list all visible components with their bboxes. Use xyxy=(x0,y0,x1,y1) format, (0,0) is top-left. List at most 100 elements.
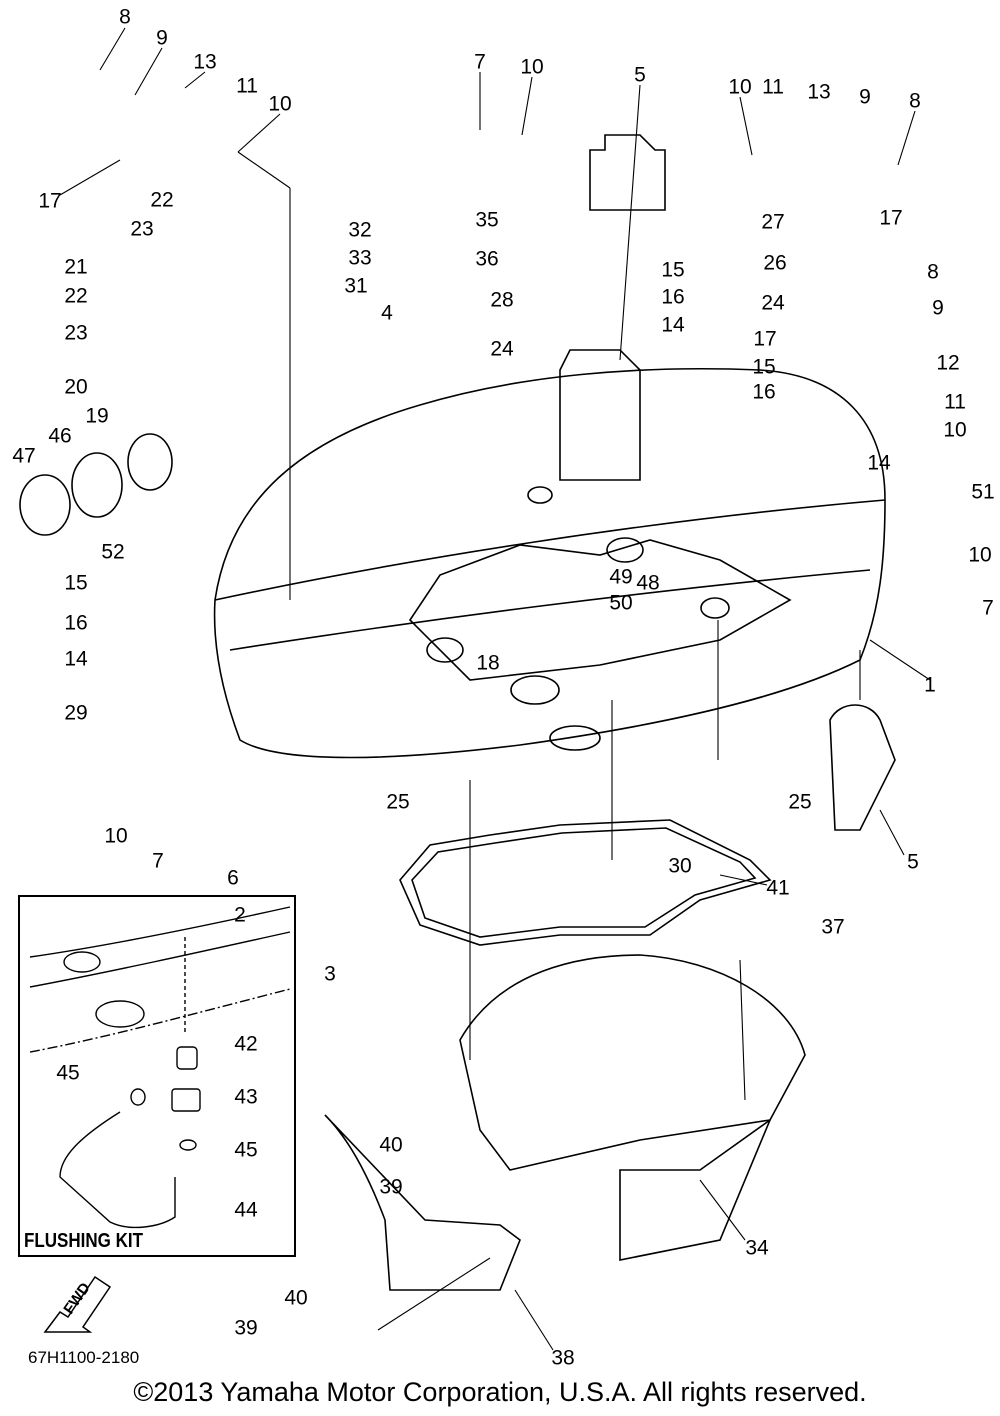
rubber-seal-inner xyxy=(411,827,757,938)
callout-25: 25 xyxy=(386,790,410,814)
callout-24: 24 xyxy=(761,291,785,315)
callout-7: 7 xyxy=(982,596,994,620)
callout-13: 13 xyxy=(807,80,831,104)
callout-39: 39 xyxy=(234,1316,258,1340)
callout-10: 10 xyxy=(104,824,128,848)
callout-22: 22 xyxy=(64,284,88,308)
callout-11: 11 xyxy=(762,75,784,99)
callout-29: 29 xyxy=(64,701,88,725)
rubber-seal-part xyxy=(399,819,772,946)
cover-part xyxy=(324,1114,521,1291)
callout-42: 42 xyxy=(234,1032,258,1056)
callout-8: 8 xyxy=(119,5,131,29)
callout-32: 32 xyxy=(348,218,372,242)
callout-47: 47 xyxy=(12,444,36,468)
callout-7: 7 xyxy=(474,50,486,74)
callout-50: 50 xyxy=(609,591,633,615)
callout-38: 38 xyxy=(551,1346,575,1370)
callout-8: 8 xyxy=(927,260,939,284)
callout-36: 36 xyxy=(475,247,499,271)
flushing-kit-title: FLUSHING KIT xyxy=(24,1230,143,1252)
callout-41: 41 xyxy=(766,876,790,900)
callout-5: 5 xyxy=(634,63,646,87)
callout-12: 12 xyxy=(936,351,960,375)
callout-52: 52 xyxy=(101,540,125,564)
callout-43: 43 xyxy=(234,1085,258,1109)
callout-39: 39 xyxy=(379,1175,403,1199)
callout-14: 14 xyxy=(867,451,891,475)
callout-33: 33 xyxy=(348,246,372,270)
callout-25: 25 xyxy=(788,790,812,814)
callout-23: 23 xyxy=(130,217,154,241)
callout-21: 21 xyxy=(64,255,88,279)
callout-24: 24 xyxy=(490,337,514,361)
callout-40: 40 xyxy=(284,1286,308,1310)
callout-48: 48 xyxy=(636,571,660,595)
callout-28: 28 xyxy=(490,288,514,312)
callout-2: 2 xyxy=(234,903,246,927)
callout-20: 20 xyxy=(64,375,88,399)
callout-34: 34 xyxy=(745,1236,769,1260)
callout-27: 27 xyxy=(761,210,785,234)
callout-45: 45 xyxy=(234,1138,258,1162)
collar-part xyxy=(71,452,123,518)
fwd-arrow-icon xyxy=(43,1275,112,1333)
lower-case-part xyxy=(459,954,806,1171)
callout-10: 10 xyxy=(728,75,752,99)
callout-9: 9 xyxy=(932,296,944,320)
callout-17: 17 xyxy=(753,327,777,351)
callout-31: 31 xyxy=(344,274,368,298)
callout-8: 8 xyxy=(909,89,921,113)
callout-46: 46 xyxy=(48,424,72,448)
callout-19: 19 xyxy=(85,404,109,428)
callout-26: 26 xyxy=(763,251,787,275)
callout-40: 40 xyxy=(379,1133,403,1157)
callout-37: 37 xyxy=(821,915,845,939)
callout-7: 7 xyxy=(152,849,164,873)
callout-6: 6 xyxy=(227,866,239,890)
callout-44: 44 xyxy=(234,1198,258,1222)
callout-1: 1 xyxy=(924,673,936,697)
callout-15: 15 xyxy=(64,571,88,595)
callout-4: 4 xyxy=(381,301,393,325)
callout-9: 9 xyxy=(156,26,168,50)
callout-16: 16 xyxy=(661,285,685,309)
callout-14: 14 xyxy=(661,313,685,337)
band-part xyxy=(19,474,71,536)
callout-51: 51 xyxy=(971,480,995,504)
callout-16: 16 xyxy=(64,611,88,635)
callout-16: 16 xyxy=(752,380,776,404)
hinge-bracket-part xyxy=(559,134,666,481)
hinge-bracket-lower xyxy=(829,704,896,831)
callout-10: 10 xyxy=(968,543,992,567)
callout-49: 49 xyxy=(609,565,633,589)
bottom-cowling-part xyxy=(213,367,886,759)
lower-case-side xyxy=(619,1117,772,1261)
callout-13: 13 xyxy=(193,50,217,74)
leader-lines xyxy=(59,27,931,1351)
callout-23: 23 xyxy=(64,321,88,345)
callout-15: 15 xyxy=(752,355,776,379)
connector-part xyxy=(127,433,173,491)
diagram-code: 67H1100-2180 xyxy=(28,1348,140,1367)
callout-10: 10 xyxy=(520,55,544,79)
callout-22: 22 xyxy=(150,188,174,212)
flushing-kit-artwork xyxy=(29,906,291,1229)
callout-45: 45 xyxy=(56,1061,80,1085)
callout-30: 30 xyxy=(668,854,692,878)
callout-11: 11 xyxy=(236,74,258,98)
callout-17: 17 xyxy=(38,189,62,213)
callout-10: 10 xyxy=(943,418,967,442)
callout-5: 5 xyxy=(907,850,919,874)
callout-14: 14 xyxy=(64,647,88,671)
callout-10: 10 xyxy=(268,92,292,116)
flushing-kit-inset: FLUSHING KIT xyxy=(18,895,296,1257)
callout-11: 11 xyxy=(944,390,966,414)
callout-3: 3 xyxy=(324,962,336,986)
callout-9: 9 xyxy=(859,85,871,109)
callout-18: 18 xyxy=(476,651,500,675)
copyright-notice: ©2013 Yamaha Motor Corporation, U.S.A. A… xyxy=(133,1377,867,1407)
callout-35: 35 xyxy=(475,208,499,232)
